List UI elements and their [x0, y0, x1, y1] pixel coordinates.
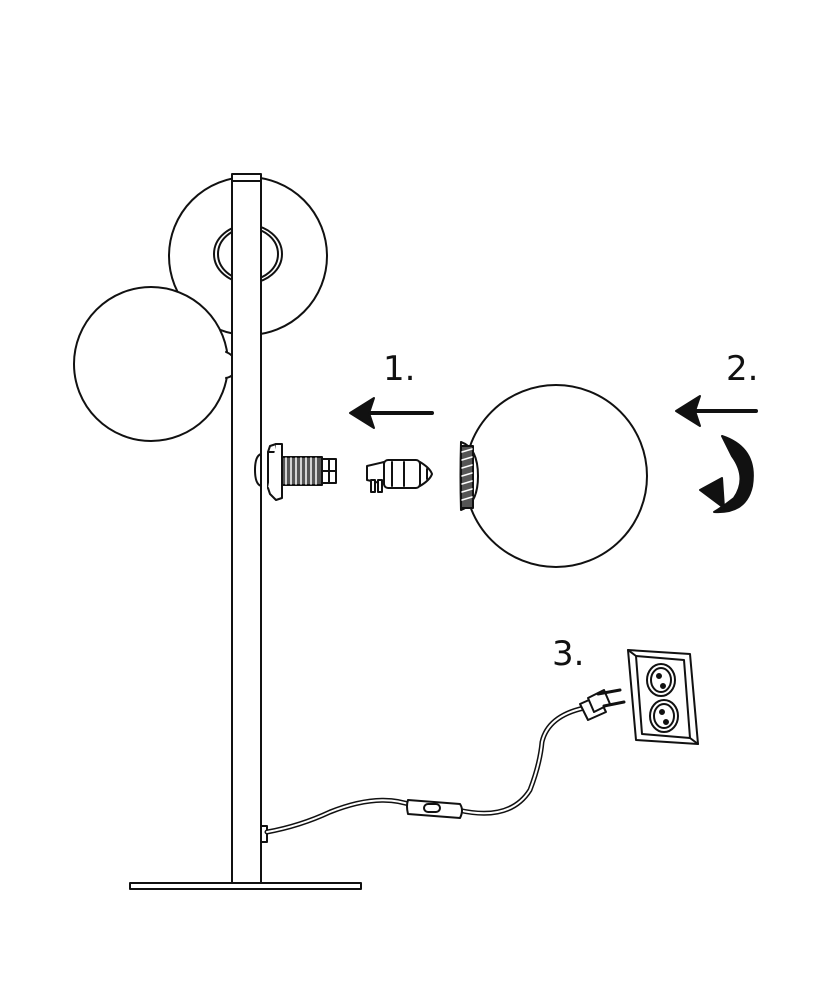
step-1-label: 1.: [383, 349, 415, 389]
step-3-label: 3.: [552, 634, 584, 674]
lamp-pole: [231, 173, 262, 887]
power-plug-icon: [579, 688, 626, 721]
glass-globe-icon: [459, 384, 648, 568]
step-2-label: 2.: [726, 349, 758, 389]
rotate-counterclockwise-icon: [699, 435, 754, 514]
power-cord: [455, 705, 587, 816]
wall-outlet-icon: [627, 649, 699, 745]
arrow-left-icon: [675, 395, 758, 427]
inline-cord-switch-icon: [406, 799, 463, 819]
g9-bulb-icon: [366, 459, 433, 493]
arrow-left-icon: [349, 397, 434, 429]
lamp-base: [129, 882, 362, 890]
lamp-socket-icon: [254, 443, 337, 501]
floor-lamp-icon: [73, 173, 362, 890]
